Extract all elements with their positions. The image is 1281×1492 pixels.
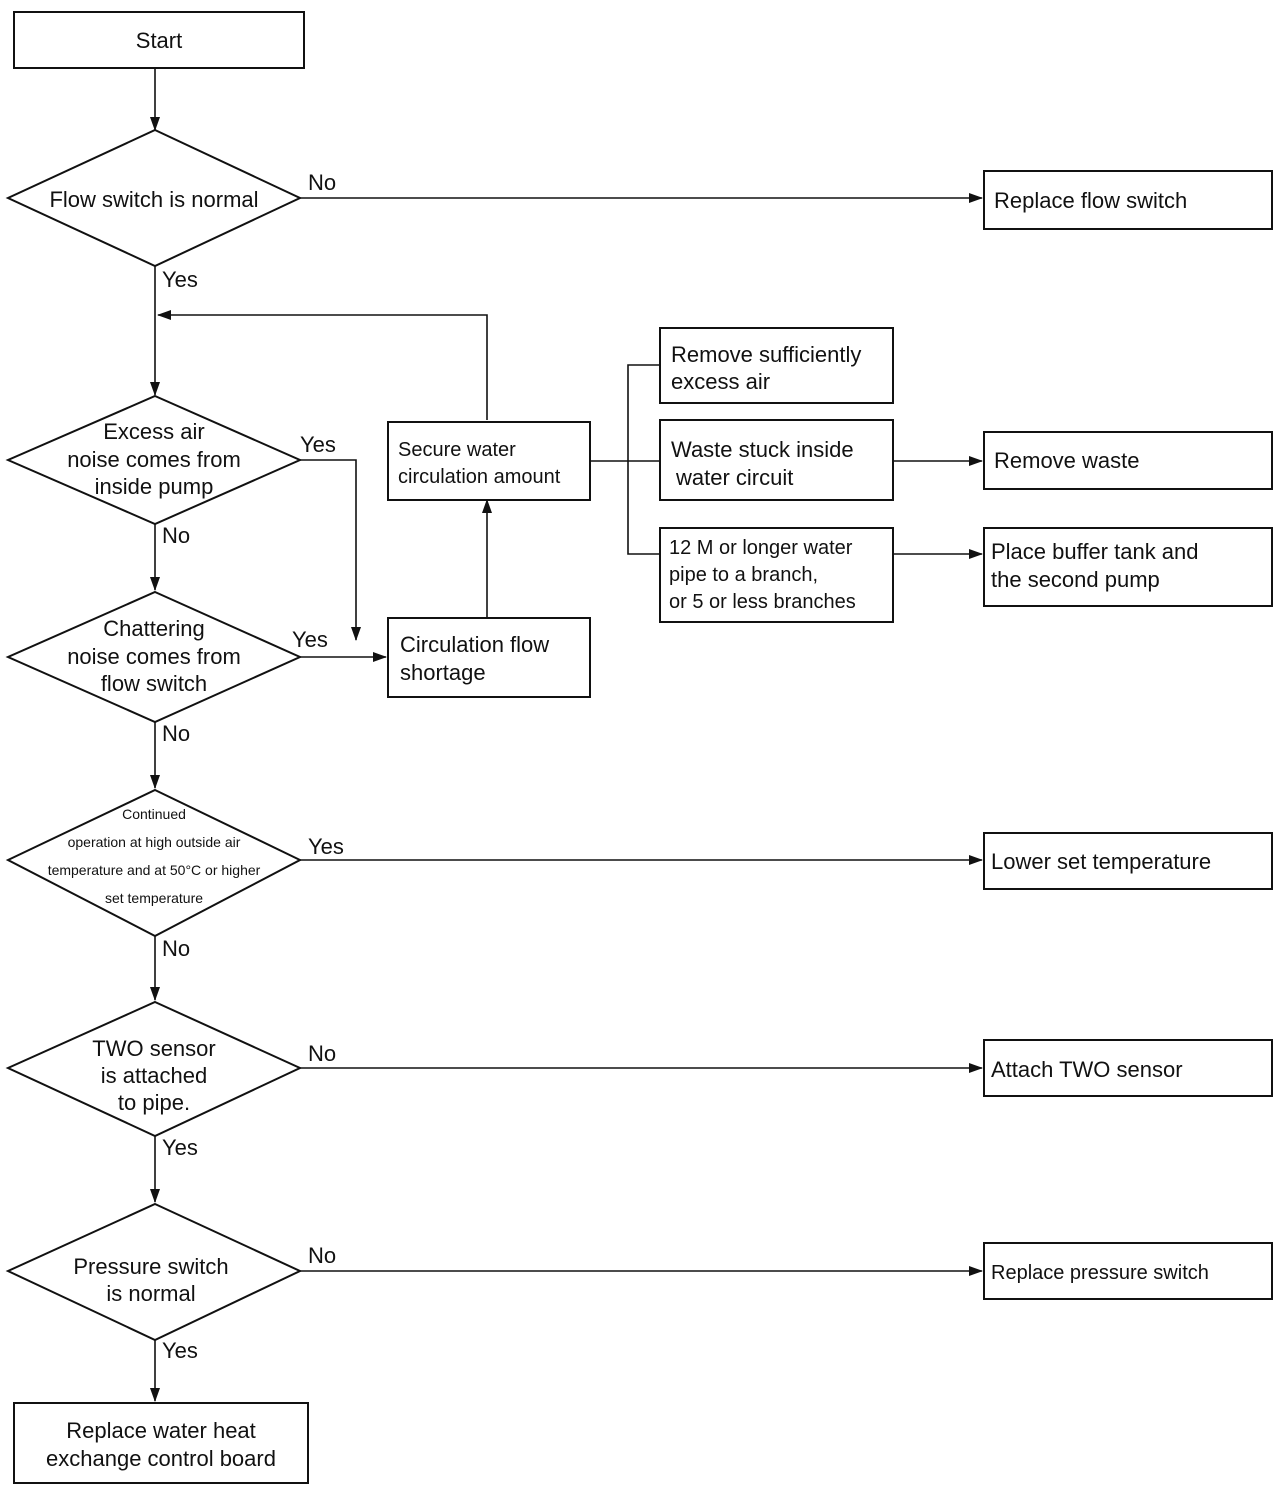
waste-stuck-box: Waste stuck inside water circuit	[659, 419, 894, 501]
pressure-yes-label: Yes	[162, 1338, 198, 1363]
flow-switch-label: Flow switch is normal	[49, 187, 258, 212]
decision-continued-operation: Continued operation at high outside air …	[5, 788, 303, 938]
buffer-tank-box: Place buffer tank and the second pump	[983, 527, 1273, 607]
remove-waste-box: Remove waste	[983, 431, 1273, 490]
lower-temp-label: Lower set temperature	[991, 849, 1211, 874]
replace-flow-switch-box: Replace flow switch	[983, 170, 1273, 230]
chattering-line1: Chattering	[103, 616, 205, 641]
continued-line2: operation at high outside air	[68, 834, 241, 850]
line-branch-bracket	[627, 364, 660, 555]
pressure-no-label: No	[308, 1243, 336, 1268]
long-pipe-box: 12 M or longer water pipe to a branch, o…	[659, 527, 894, 623]
secure-water-line2: circulation amount	[398, 466, 561, 488]
circulation-shortage-line2: shortage	[400, 660, 486, 685]
replace-flow-switch-label: Replace flow switch	[994, 188, 1187, 213]
long-pipe-line2: pipe to a branch,	[669, 564, 818, 586]
continued-line3: temperature and at 50°C or higher	[48, 862, 261, 878]
attach-two-label: Attach TWO sensor	[991, 1057, 1183, 1082]
chatter-yes-label: Yes	[292, 627, 328, 652]
waste-stuck-line1: Waste stuck inside	[671, 437, 854, 462]
long-pipe-line1: 12 M or longer water	[669, 537, 853, 559]
two-sensor-line1: TWO sensor	[92, 1036, 215, 1061]
flow-yes-label: Yes	[162, 267, 198, 292]
long-pipe-line3: or 5 or less branches	[669, 591, 856, 613]
replace-board-line1: Replace water heat	[66, 1418, 256, 1443]
buffer-tank-line2: the second pump	[991, 567, 1160, 592]
pressure-switch-line1: Pressure switch	[73, 1254, 228, 1279]
start-label: Start	[136, 28, 182, 53]
continued-line1: Continued	[122, 806, 186, 822]
replace-board-line2: exchange control board	[46, 1446, 276, 1471]
continued-no-label: No	[162, 936, 190, 961]
flow-no-label: No	[308, 170, 336, 195]
lower-temp-box: Lower set temperature	[983, 832, 1273, 890]
excess-air-line3: inside pump	[95, 474, 214, 499]
remove-air-line2: excess air	[671, 369, 770, 394]
circulation-shortage-box: Circulation flow shortage	[387, 617, 591, 698]
replace-pressure-label: Replace pressure switch	[991, 1262, 1209, 1284]
two-sensor-line3: to pipe.	[118, 1090, 190, 1115]
remove-air-box: Remove sufficiently excess air	[659, 327, 894, 404]
decision-two-sensor: TWO sensor is attached to pipe.	[5, 1000, 303, 1138]
remove-air-line1: Remove sufficiently	[671, 342, 861, 367]
decision-pressure-switch: Pressure switch is normal	[5, 1202, 303, 1342]
chattering-line2: noise comes from	[67, 644, 241, 669]
circulation-shortage-line1: Circulation flow	[400, 632, 549, 657]
waste-stuck-line2: water circuit	[675, 465, 793, 490]
replace-pressure-box: Replace pressure switch	[983, 1242, 1273, 1300]
replace-board-box: Replace water heat exchange control boar…	[13, 1402, 309, 1484]
buffer-tank-line1: Place buffer tank and	[991, 539, 1199, 564]
two-yes-label: Yes	[162, 1135, 198, 1160]
two-sensor-line2: is attached	[101, 1063, 207, 1088]
excess-no-label: No	[162, 523, 190, 548]
two-no-label: No	[308, 1041, 336, 1066]
secure-water-line1: Secure water	[398, 439, 516, 461]
decision-chattering: Chattering noise comes from flow switch	[5, 590, 303, 724]
excess-air-line2: noise comes from	[67, 447, 241, 472]
decision-flow-switch: Flow switch is normal	[5, 128, 303, 268]
excess-air-line1: Excess air	[103, 419, 204, 444]
arrow-loop-back	[157, 310, 488, 420]
remove-waste-label: Remove waste	[994, 448, 1140, 473]
chatter-no-label: No	[162, 721, 190, 746]
arrow-excess-yes	[300, 459, 361, 641]
chattering-line3: flow switch	[101, 671, 207, 696]
decision-excess-air: Excess air noise comes from inside pump	[5, 394, 303, 526]
attach-two-box: Attach TWO sensor	[983, 1039, 1273, 1097]
secure-water-box: Secure water circulation amount	[387, 421, 591, 501]
excess-yes-label: Yes	[300, 432, 336, 457]
continued-yes-label: Yes	[308, 834, 344, 859]
pressure-switch-line2: is normal	[106, 1281, 195, 1306]
continued-line4: set temperature	[105, 890, 203, 906]
start-box: Start	[13, 11, 305, 69]
connectors	[150, 68, 983, 1402]
